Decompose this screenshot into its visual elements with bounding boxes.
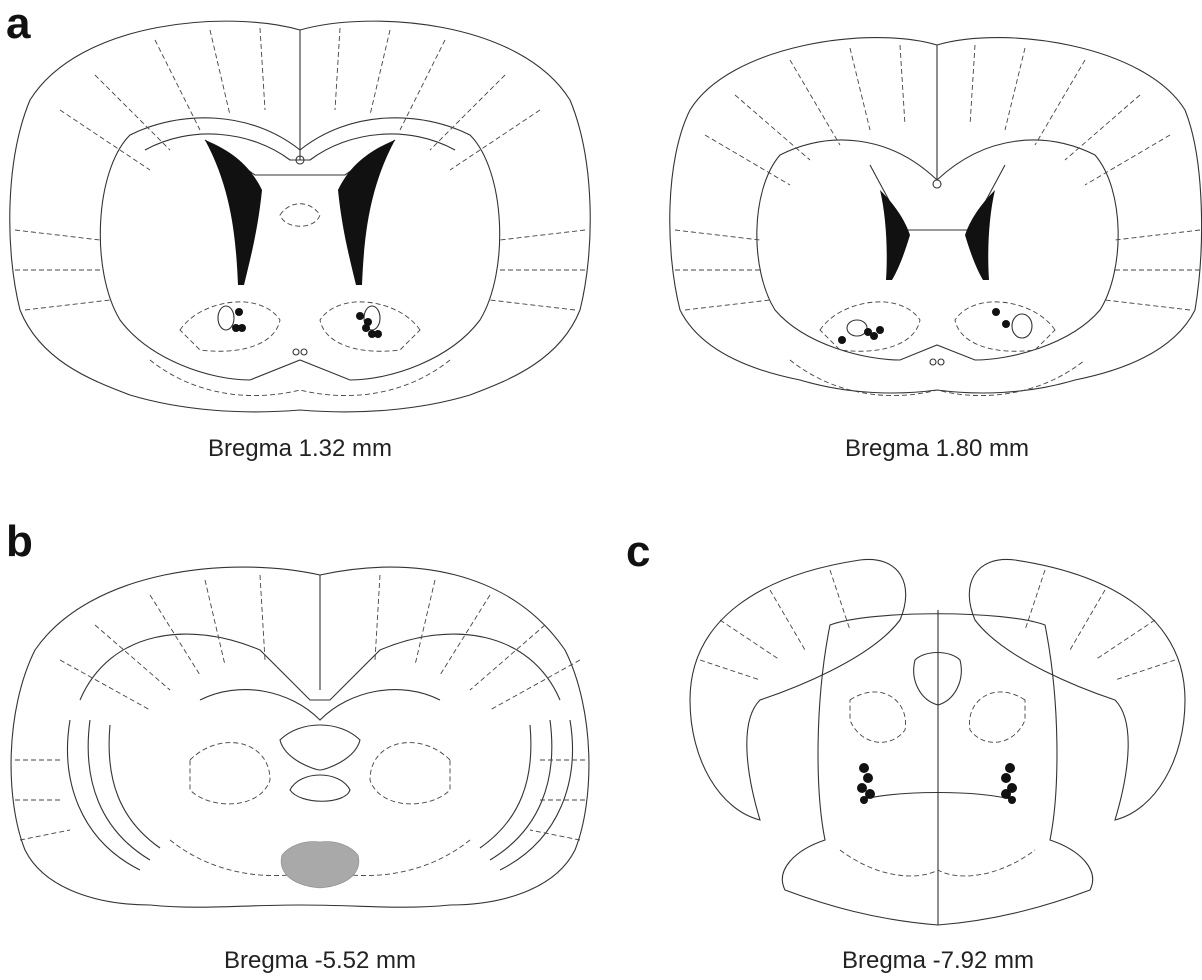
marker-dots-bregma-minus-7-92 [857,763,1017,804]
marker-dots-bregma-1-80 [838,308,1010,344]
brain-section-bregma-1-80 [670,38,1202,396]
caption-bregma-minus-5-52: Bregma -5.52 mm [224,947,416,974]
panel-label-b: b [6,517,33,566]
marker-dots-bregma-1-32 [232,308,382,338]
brain-section-bregma-1-32 [10,21,590,412]
brain-section-bregma-minus-7-92 [690,559,1185,925]
shaded-region-bregma-minus-5-52 [281,842,359,888]
caption-bregma-1-32: Bregma 1.32 mm [208,435,392,462]
panel-label-a: a [6,0,31,48]
caption-bregma-minus-7-92: Bregma -7.92 mm [842,947,1034,974]
panel-label-c: c [626,527,650,576]
caption-bregma-1-80: Bregma 1.80 mm [845,435,1029,462]
